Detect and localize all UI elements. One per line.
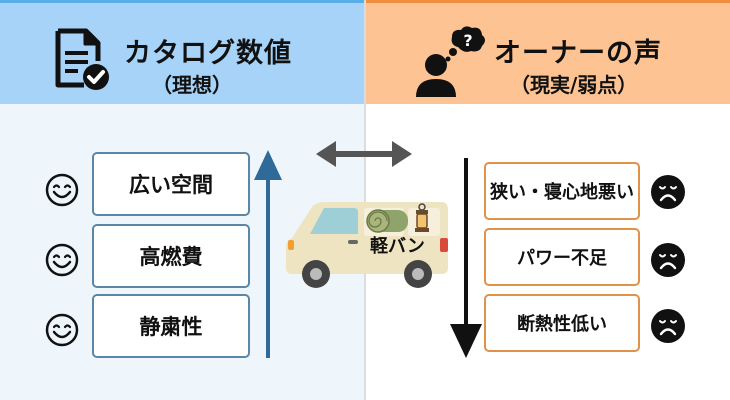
catalog-item-label: 高燃費 [139, 245, 203, 269]
down-arrow-icon [450, 158, 482, 358]
double-arrow-icon [316, 141, 412, 167]
question-mark: ? [463, 31, 472, 50]
sad-face-icon [651, 243, 685, 277]
owner-header: ? オーナーの声 （現実/弱点） [366, 0, 730, 104]
catalog-item-label: 広い空間 [129, 173, 213, 197]
catalog-item-fuel: 高燃費 [92, 224, 250, 288]
center-divider [364, 0, 366, 400]
lantern-icon [415, 203, 429, 232]
thinking-person-icon: ? [416, 26, 485, 97]
owner-item-insulation: 断熱性低い [484, 294, 640, 352]
owner-title: オーナーの声 [494, 38, 662, 69]
sad-face-icon [651, 309, 685, 343]
owner-subtitle: （現実/弱点） [510, 73, 638, 97]
up-arrow-icon [254, 150, 282, 358]
owner-item-label: 狭い・寝心地悪い [490, 182, 634, 203]
sleeping-bag-icon [366, 209, 408, 233]
smile-face-icon [45, 313, 79, 347]
smile-face-icon [45, 173, 79, 207]
catalog-item-space: 広い空間 [92, 152, 250, 216]
owner-item-label: パワー不足 [517, 248, 607, 269]
catalog-item-label: 静粛性 [139, 315, 203, 339]
owner-item-cramped: 狭い・寝心地悪い [484, 162, 640, 220]
owner-item-label: 断熱性低い [517, 314, 607, 335]
smile-face-icon [45, 243, 79, 277]
catalog-title: カタログ数値 [124, 38, 292, 69]
document-check-icon [55, 28, 109, 90]
catalog-subtitle: （理想） [152, 73, 232, 97]
vehicle-label: 軽バン [370, 236, 425, 257]
sad-face-icon [651, 175, 685, 209]
owner-item-power: パワー不足 [484, 228, 640, 286]
catalog-item-quiet: 静粛性 [92, 294, 250, 358]
catalog-header: カタログ数値 （理想） [0, 0, 364, 104]
kei-van-icon [286, 202, 448, 288]
